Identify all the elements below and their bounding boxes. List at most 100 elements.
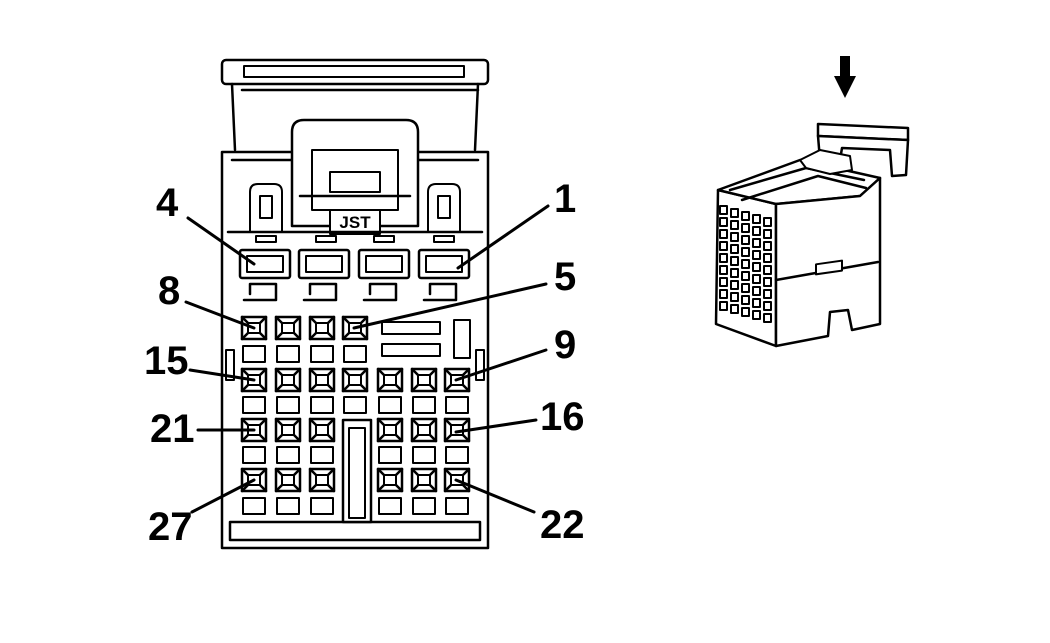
iso-pin-cavities <box>719 205 772 323</box>
side-notch-left <box>225 349 235 381</box>
slot-upper <box>381 321 441 335</box>
iso-cavity <box>752 274 761 284</box>
terminal-row2 <box>341 367 369 393</box>
iso-cavity <box>719 265 728 275</box>
iso-cavity <box>730 220 739 230</box>
pin-label-27: 27 <box>148 505 193 549</box>
terminal-row1 <box>308 315 336 341</box>
cavity-row2 <box>310 396 334 414</box>
iso-cavity <box>763 265 772 275</box>
terminal-row3 <box>443 417 471 443</box>
iso-cavity <box>730 244 739 254</box>
iso-cavity <box>719 205 728 215</box>
cavity-row1 <box>310 345 334 363</box>
slot-lower <box>381 343 441 357</box>
iso-cavity <box>741 271 750 281</box>
iso-cavity <box>763 277 772 287</box>
iso-cavity <box>730 208 739 218</box>
latch-bar-slot <box>243 65 465 78</box>
cavity-row2 <box>412 396 436 414</box>
cavity-row1 <box>276 345 300 363</box>
latch-arms <box>230 82 480 152</box>
large-terminal-row <box>238 248 471 280</box>
iso-cavity <box>730 292 739 302</box>
pin-label-4: 4 <box>156 181 179 225</box>
brand-plate <box>329 209 381 235</box>
slot-vertical <box>453 319 471 359</box>
terminal-row3 <box>410 417 438 443</box>
terminal-row3 <box>274 417 302 443</box>
iso-cavity <box>741 295 750 305</box>
cavity-row4 <box>412 497 436 515</box>
brand-text: JST <box>339 213 371 232</box>
cavity-row4 <box>310 497 334 515</box>
iso-cavity <box>719 289 728 299</box>
cavity-row3 <box>242 446 266 464</box>
cavity-row3 <box>412 446 436 464</box>
terminal-row2 <box>410 367 438 393</box>
cavity-row2 <box>445 396 469 414</box>
terminal-row4 <box>376 467 404 493</box>
iso-cavity <box>719 229 728 239</box>
cavity-row4 <box>242 497 266 515</box>
leader-1 <box>456 204 550 270</box>
iso-cavity <box>752 298 761 308</box>
down-arrow-icon <box>834 56 856 98</box>
side-notch-right <box>475 349 485 381</box>
terminal-row3 <box>376 417 404 443</box>
iso-cavity <box>730 304 739 314</box>
pin-label-15: 15 <box>144 339 189 383</box>
body-base-rim <box>228 520 482 542</box>
cavity-row1 <box>343 345 367 363</box>
leader-lines <box>184 204 550 514</box>
iso-cavity <box>730 268 739 278</box>
leader-9 <box>454 348 548 382</box>
pin-label-21: 21 <box>150 407 195 451</box>
iso-cavity <box>763 301 772 311</box>
pin-label-8: 8 <box>158 269 180 313</box>
iso-cavity <box>763 229 772 239</box>
terminal-row2 <box>308 367 336 393</box>
pin-label-16: 16 <box>540 395 585 439</box>
connector-isometric-view <box>714 56 910 348</box>
cavity-row4 <box>445 497 469 515</box>
terminal-row2 <box>274 367 302 393</box>
iso-cavity <box>763 241 772 251</box>
iso-cavity <box>763 313 772 323</box>
iso-cavity <box>719 253 728 263</box>
cavity-row2 <box>276 396 300 414</box>
iso-cavity <box>752 262 761 272</box>
connector-front-view: JST <box>220 58 490 550</box>
iso-cavity <box>752 226 761 236</box>
leader-5 <box>352 282 548 330</box>
cavity-row3 <box>445 446 469 464</box>
terminal-row3 <box>308 417 336 443</box>
iso-cavity <box>719 241 728 251</box>
iso-cavity <box>741 223 750 233</box>
terminal-hooks <box>242 282 458 302</box>
iso-cavity <box>741 307 750 317</box>
leader-16 <box>454 418 538 434</box>
terminal-row4 <box>308 467 336 493</box>
leader-27 <box>190 478 256 514</box>
cavity-row1 <box>242 345 266 363</box>
pin-label-22: 22 <box>540 503 585 547</box>
iso-cavity <box>752 286 761 296</box>
pin-label-5: 5 <box>554 255 576 299</box>
top-marks <box>255 235 455 243</box>
pin-labels: 4 1 8 5 15 9 21 16 27 22 <box>144 177 585 549</box>
cavity-row2 <box>378 396 402 414</box>
terminal-row4 <box>274 467 302 493</box>
iso-cavity <box>752 238 761 248</box>
iso-cavity <box>741 211 750 221</box>
cavity-row2 <box>343 396 367 414</box>
cavity-row4 <box>378 497 402 515</box>
pin-label-1: 1 <box>554 177 576 221</box>
terminal-row4 <box>410 467 438 493</box>
iso-cavity <box>741 283 750 293</box>
cavity-row3 <box>310 446 334 464</box>
leader-15 <box>188 368 256 382</box>
iso-cavity <box>741 247 750 257</box>
iso-cavity <box>752 310 761 320</box>
